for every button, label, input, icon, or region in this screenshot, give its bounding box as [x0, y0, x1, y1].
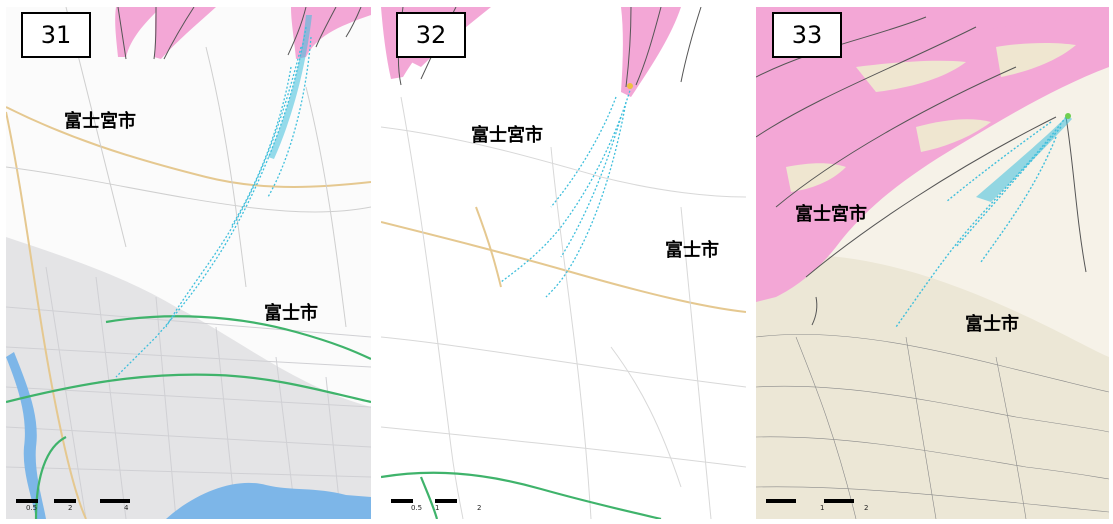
place-label-fujinomiya: 富士宮市	[795, 204, 867, 225]
scale-bar-32: 0.5 1 2	[391, 498, 491, 516]
urban-area	[6, 237, 371, 519]
river-water	[6, 352, 46, 519]
map-32-canvas	[381, 7, 746, 519]
place-label-fuji: 富士市	[665, 240, 719, 261]
scale-label: 2	[68, 504, 73, 512]
scale-label: 4	[124, 504, 129, 512]
scale-label: 2	[864, 504, 869, 512]
hazard-area	[756, 7, 1109, 302]
scale-bar-33: 1 2	[766, 498, 876, 516]
place-label-fujinomiya: 富士宮市	[64, 111, 136, 132]
scale-bar-31: 0.5 2 4	[16, 498, 136, 516]
scale-label: 0.5	[26, 504, 38, 512]
scale-label: 1	[435, 504, 440, 512]
map-31-canvas	[6, 7, 371, 519]
scale-label: 2	[477, 504, 482, 512]
bay-water	[166, 482, 371, 519]
scale-label: 0.5	[411, 504, 423, 512]
scale-label: 1	[820, 504, 825, 512]
map-33-canvas	[756, 7, 1109, 519]
place-label-fujinomiya: 富士宮市	[471, 125, 543, 146]
map-panel-32: 32 富士宮市 富士市 0.5 1 2	[381, 7, 746, 519]
panel-number-32: 32	[396, 12, 466, 58]
panel-number-33: 33	[772, 12, 842, 58]
panel-number-31: 31	[21, 12, 91, 58]
map-panel-31: 31 富士宮市 富士市 0.5 2 4	[6, 7, 371, 519]
place-label-fuji: 富士市	[965, 314, 1019, 335]
map-panel-33: 33 富士宮市 富士市 1 2	[756, 7, 1109, 519]
place-label-fuji: 富士市	[264, 303, 318, 324]
